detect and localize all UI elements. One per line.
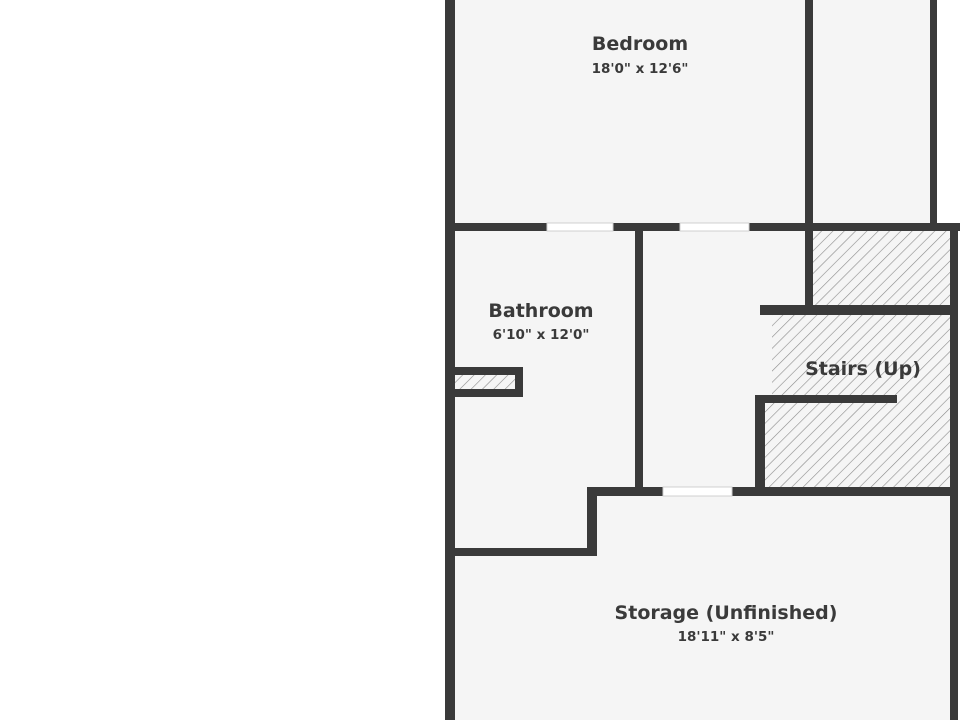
stairs-label: Stairs (Up) [805, 358, 921, 380]
storage-dimensions: 18'11" x 8'5" [678, 629, 775, 645]
bathroom-niche-hatch [455, 375, 515, 389]
bathroom-dimensions: 6'10" x 12'0" [493, 327, 590, 343]
hatched-closet [813, 231, 950, 305]
storage-floor [455, 556, 950, 720]
floors [455, 0, 950, 720]
stairs-upper-hatch [772, 315, 950, 395]
bathroom-door [546, 222, 614, 232]
storage-door [662, 486, 733, 497]
storage-floor-2 [597, 496, 950, 556]
hall-floor-2 [643, 305, 763, 487]
stairs-lower-hatch [765, 395, 950, 487]
bathroom-label: Bathroom [488, 300, 593, 322]
closet-floor [813, 0, 930, 223]
storage-label: Storage (Unfinished) [615, 602, 838, 624]
bedroom-floor [455, 0, 805, 223]
openings [546, 222, 750, 497]
bedroom-door [679, 222, 750, 232]
bedroom-label: Bedroom [592, 33, 688, 55]
bedroom-dimensions: 18'0" x 12'6" [592, 61, 689, 77]
